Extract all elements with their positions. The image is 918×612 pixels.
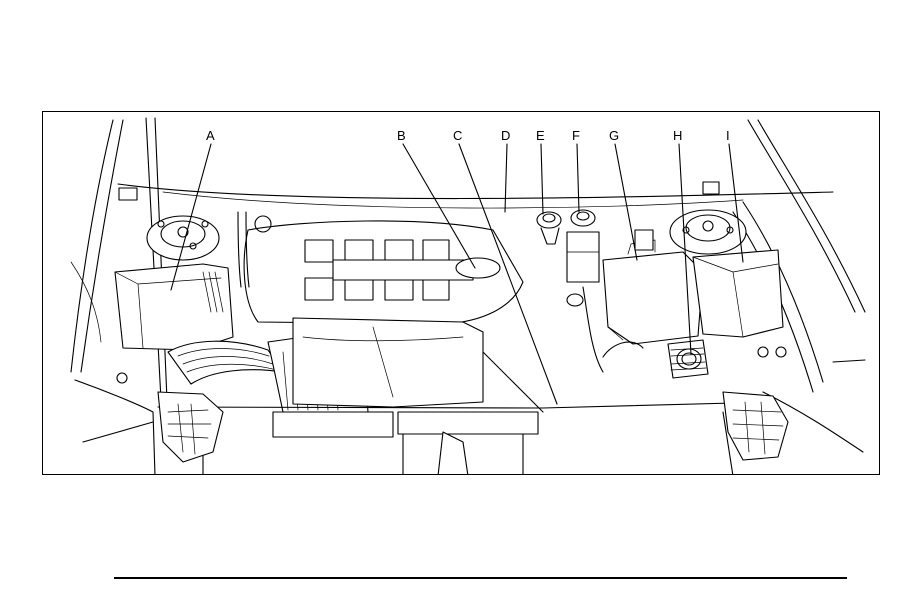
air-cleaner-housing bbox=[115, 264, 233, 350]
hood-prop-rod bbox=[146, 118, 167, 400]
coolant-cap bbox=[537, 212, 561, 244]
callout-label-i: I bbox=[726, 128, 730, 143]
engine-block bbox=[273, 318, 543, 475]
strut-tower-left bbox=[147, 216, 219, 260]
washer-cap bbox=[668, 340, 768, 378]
callout-label-d: D bbox=[501, 128, 510, 143]
engine-compartment-figure: A B C D E F G H I bbox=[42, 111, 880, 475]
bracket-right bbox=[723, 347, 788, 460]
callout-label-b: B bbox=[397, 128, 406, 143]
bracket-left bbox=[117, 373, 223, 462]
callout-label-h: H bbox=[673, 128, 682, 143]
callout-label-a: A bbox=[206, 128, 215, 143]
cowl-panel bbox=[118, 182, 833, 208]
callout-label-c: C bbox=[453, 128, 462, 143]
engine-cover bbox=[244, 216, 523, 324]
engine-compartment-illustration: A B C D E F G H I bbox=[43, 112, 880, 475]
fluid-reservoir bbox=[567, 210, 599, 306]
callout-label-f: F bbox=[572, 128, 580, 143]
strut-tower-right bbox=[670, 210, 746, 254]
battery bbox=[693, 250, 783, 337]
callout-label-e: E bbox=[536, 128, 545, 143]
page-bottom-rule bbox=[114, 577, 847, 579]
callout-label-g: G bbox=[609, 128, 619, 143]
